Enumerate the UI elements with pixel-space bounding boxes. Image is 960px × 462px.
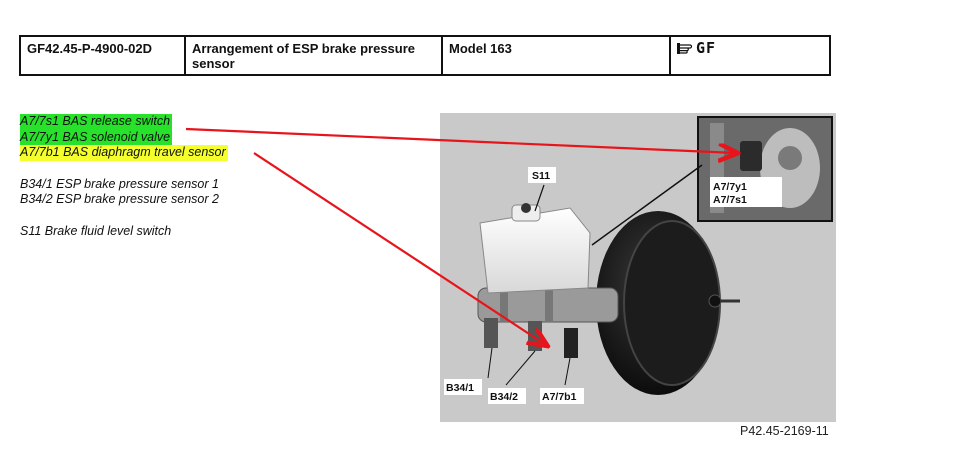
header-table: GF42.45-P-4900-02D Arrangement of ESP br… [19, 35, 831, 76]
legend-item: A7/7b1 BAS diaphragm travel sensor [20, 145, 228, 161]
legend: A7/7s1 BAS release switch A7/7y1 BAS sol… [20, 114, 228, 239]
hand-pointing-icon [677, 43, 693, 54]
legend-item: A7/7s1 BAS release switch [20, 114, 228, 130]
gf-cell[interactable]: GF [671, 37, 829, 74]
legend-item: B34/2 ESP brake pressure sensor 2 [20, 192, 228, 208]
legend-item: A7/7y1 BAS solenoid valve [20, 129, 228, 145]
arrow-to-a7-7b1 [253, 152, 546, 345]
label-a7-7s1: A7/7s1 [713, 194, 747, 206]
legend-item: S11 Brake fluid level switch [20, 224, 228, 240]
label-b34-1: B34/1 [446, 382, 474, 394]
legend-text: B34/1 ESP brake pressure sensor 1 [20, 176, 219, 191]
document-title: Arrangement of ESP brake pressure sensor [186, 37, 443, 74]
arrow-to-inset [185, 127, 736, 153]
brake-booster-photo: S11 B34/1 B34/2 A7/7b1 A7/7y1 A7/7s1 [440, 113, 836, 422]
label-b34-2: B34/2 [490, 391, 518, 403]
figure-caption: P42.45-2169-11 [740, 424, 829, 438]
brake-booster-illustration: S11 B34/1 B34/2 A7/7b1 A7/7y1 A7/7s1 [444, 116, 833, 404]
legend-text: A7/7s1 BAS release switch [20, 114, 173, 130]
legend-text: A7/7b1 BAS diaphragm travel sensor [20, 145, 228, 161]
label-a7-7b1: A7/7b1 [542, 391, 577, 403]
legend-text: S11 Brake fluid level switch [20, 223, 172, 238]
model-label: Model 163 [443, 37, 671, 74]
legend-text: A7/7y1 BAS solenoid valve [20, 129, 173, 145]
legend-text: B34/2 ESP brake pressure sensor 2 [20, 192, 219, 206]
label-a7-7y1: A7/7y1 [713, 181, 747, 193]
label-s11: S11 [532, 170, 550, 182]
gf-label: GF [696, 39, 717, 57]
legend-item: B34/1 ESP brake pressure sensor 1 [20, 177, 228, 193]
document-id: GF42.45-P-4900-02D [21, 37, 186, 74]
